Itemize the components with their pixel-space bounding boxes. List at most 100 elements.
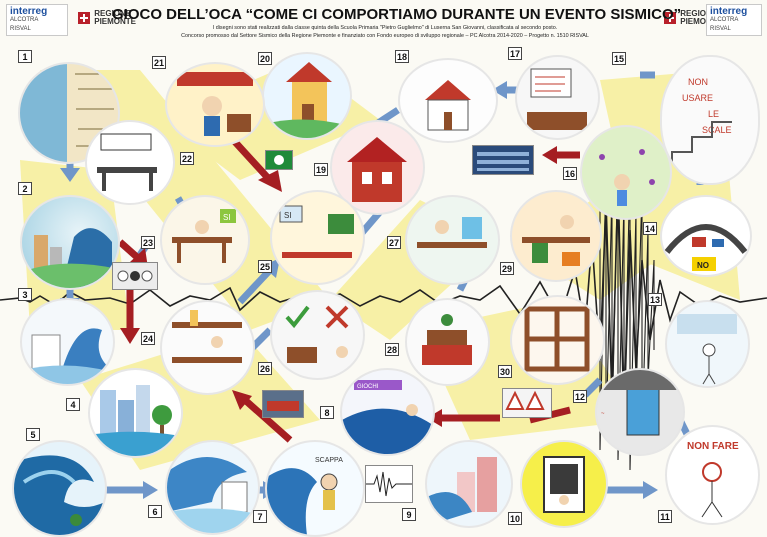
square-number: 23 [141,236,155,249]
logo-sub: ALCOTRA [710,17,739,23]
logo-brand: interreg [710,6,748,17]
drawing-15-text-1: NON [688,77,708,87]
drawing-25: SI [270,190,365,285]
drawing-15: NON USARE LE SCALE [660,55,760,185]
regione-logo-left: REGIONE PIEMONTE [78,10,136,26]
square-number: 15 [612,52,626,65]
drawing-21 [165,62,265,147]
photo-stadium [472,145,534,175]
photo-emergency-exit [265,150,293,170]
square-number: 14 [643,222,657,235]
drawing-8-text: GIOCHI [357,384,379,390]
exit-sign-icon [274,155,284,165]
drawing-5 [12,440,107,537]
drawing-26 [160,300,255,395]
drawing-30 [510,295,605,385]
drawing-20-art [264,62,350,138]
logo-brand: interreg [10,6,48,17]
square-number: 7 [253,510,267,523]
crowd-icon [477,152,529,171]
drawing-18 [398,58,498,143]
drawing-23-art: SI [172,209,236,263]
drawing-12: ~ [595,368,685,456]
square-number: 22 [180,152,194,165]
drawing-15-text-4: SCALE [702,125,732,135]
drawing-27b-art [417,217,487,248]
drawing-15-text-2: USARE [682,93,713,103]
drawing-10 [520,440,608,528]
subtitle-line-2: Concorso promosso dal Settore Sismico de… [181,33,589,39]
logo-extra: RISVAL [10,26,31,32]
drawing-20 [262,52,352,140]
square-number: 25 [258,260,272,273]
drawing-15b-art [599,149,655,206]
drawing-6-art [167,457,258,533]
drawing-29-art [522,215,590,266]
square-number: 6 [148,505,162,518]
drawing-27b [405,195,500,285]
lightbulb-icon [117,270,153,282]
drawing-7-text: SCAPPA [315,457,343,464]
square-number: 17 [508,47,522,60]
drawing-10-art [543,456,585,513]
square-number: 19 [314,163,328,176]
fire-truck-icon [267,401,299,411]
logo-sub: ALCOTRA [10,17,39,23]
drawing-21-art [177,72,253,136]
drawing-19-art [347,137,407,202]
regione-flag-icon [664,12,676,24]
drawing-29 [510,190,602,282]
page-title: GIOCO DELL’OCA “COME CI COMPORTIAMO DURA… [112,6,682,23]
drawing-14: NO [660,195,752,277]
drawing-11-text: NON FARE [687,441,739,452]
square-number: 4 [66,398,80,411]
photo-seismogram [365,465,413,503]
warning-sign-icon [505,390,545,410]
drawing-2-art [22,228,118,288]
drawing-22 [85,120,175,205]
drawing-19 [330,120,425,215]
drawing-12-scribble: ~ [601,411,605,417]
seismogram-icon [366,471,412,497]
drawing-3 [20,298,115,386]
photo-bulbs [112,262,158,290]
regione-word: REGIONE [94,9,132,18]
drawing-23-text: SI [223,213,231,222]
drawing-28-art [422,314,472,365]
drawing-15-text-3: LE [708,109,719,119]
drawing-23: SI [160,195,250,285]
drawing-3-art [22,328,113,384]
drawing-4-art [90,385,181,456]
drawing-15b [580,125,672,220]
drawing-10-left [425,440,513,528]
drawing-30-art [524,306,590,372]
drawing-4 [88,368,183,458]
drawing-2 [20,195,120,290]
drawing-8: GIOCHI [340,368,435,456]
square-number: 12 [573,390,587,403]
drawing-22-art [97,133,157,191]
drawing-17-art [527,68,587,130]
interreg-logo-right: interreg ALCOTRA RISVAL [706,4,762,36]
drawing-25-art: SI [279,205,354,258]
drawing-6 [165,440,260,535]
drawing-14-text: NO [697,261,709,270]
square-number: 10 [508,512,522,525]
regione-logo-right: REGIONE PIEMONTE [664,10,722,26]
photo-fire-truck [262,390,304,418]
square-number: 2 [18,182,32,195]
drawing-11: NON FARE [665,425,760,525]
drawing-area-art [427,457,497,526]
drawing-28 [405,298,490,386]
square-number: 24 [141,332,155,345]
square-number: 11 [658,510,672,523]
square-number: 21 [152,56,166,69]
square-number: 3 [18,288,32,301]
drawing-15-art: NON USARE LE SCALE [671,77,732,177]
regione-flag-icon [78,12,90,24]
regione-word: REGIONE [680,9,718,18]
square-number: 26 [258,362,272,375]
drawing-7: SCAPPA [265,440,365,537]
drawing-25-text: SI [284,211,292,220]
